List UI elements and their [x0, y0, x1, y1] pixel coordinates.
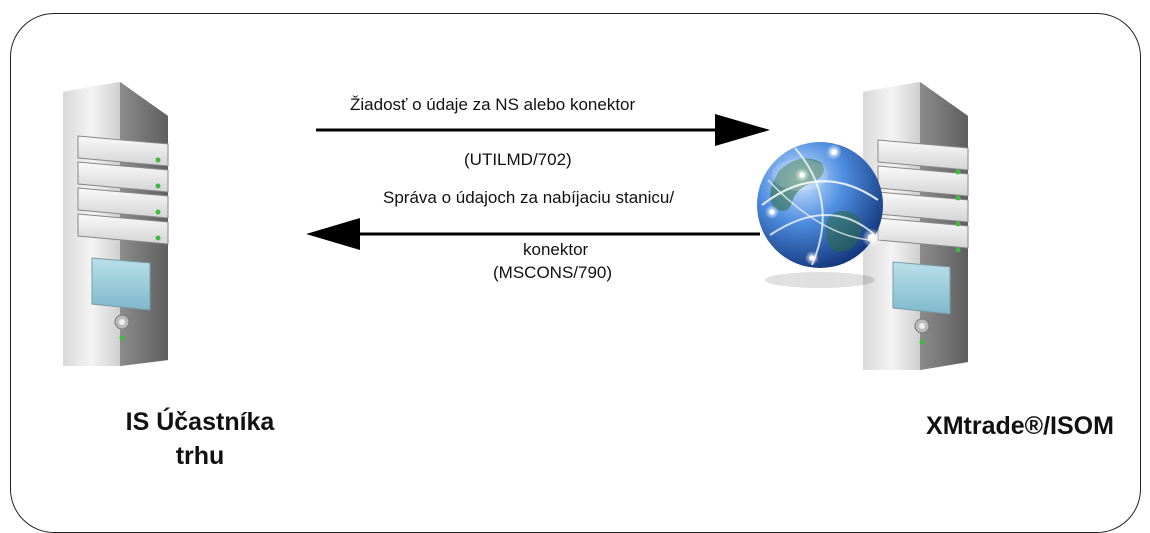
right-node-label-line1: XMtrade®/ISOM [926, 412, 1114, 440]
left-node-label-line1: IS Účastníka [125, 408, 275, 436]
left-server-icon [63, 82, 169, 366]
request-code: (UTILMD/702) [464, 150, 572, 169]
globe-icon [757, 142, 883, 288]
request-title: Žiadosť o údaje za NS alebo konektor [350, 95, 636, 114]
response-arrow [306, 218, 760, 250]
response-line2: konektor [523, 240, 589, 259]
response-title: Správa o údajoch za nabíjaciu stanicu/ [383, 188, 675, 207]
right-node-label: XMtrade®/ISOM [900, 409, 1140, 443]
left-node-label-line2: trhu [175, 442, 225, 470]
response-code: (MSCONS/790) [493, 263, 613, 282]
right-server-icon [863, 82, 969, 370]
request-arrow [316, 114, 770, 146]
left-node-label: IS Účastníka trhu [80, 405, 320, 473]
